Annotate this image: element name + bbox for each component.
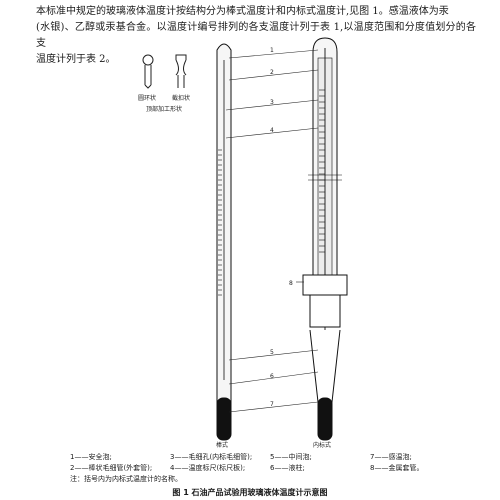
callout-number: 1 [270, 47, 274, 54]
intro-line: (水银)、乙醇或汞基合金。以温度计编号排列的各支温度计列于表 1,以温度范围和分… [36, 22, 476, 49]
legend-row: 2——棒状毛细管(外套管); 4——温度标尺(标尺板); 6——液柱; 8——金… [70, 463, 470, 474]
legend-item: 6——液柱; [270, 464, 305, 472]
callout-number: 5 [270, 349, 274, 356]
legend-item: 3——毛细孔(内标毛细管); [170, 453, 253, 461]
legend-item: 1——安全泡; [70, 453, 112, 461]
legend-item: 5——中间泡; [270, 453, 312, 461]
callout-number: 4 [270, 127, 274, 134]
legend-note: 注：括号内为内标式温度计的名称。 [70, 475, 182, 483]
intro-paragraph: 本标准中规定的玻璃液体温度计按结构分为棒式温度计和内标式温度计,见图 1。感温液… [36, 4, 476, 68]
callout-number: 8 [289, 280, 293, 287]
callout-number: 2 [270, 69, 274, 76]
legend-row: 1——安全泡; 3——毛细孔(内标毛细管); 5——中间泡; 7——感温泡; [70, 452, 470, 463]
rod-thermometer-label: 棒式 [216, 441, 228, 449]
legend-item: 4——温度标尺(标尺板); [170, 464, 246, 472]
intro-line: 本标准中规定的玻璃液体温度计按结构分为棒式温度计和内标式温度计,见图 1。感温液… [36, 6, 449, 17]
legend-item: 8——金属套管。 [370, 464, 424, 472]
enclosed-thermometer-label: 内标式 [313, 441, 331, 449]
variant-label-caption: 顶部加工形状 [146, 105, 182, 113]
figure-legend: 1——安全泡; 3——毛细孔(内标毛细管); 5——中间泡; 7——感温泡; 2… [70, 452, 470, 474]
variant-label-notch: 截扣状 [172, 94, 190, 102]
enclosed-thermometer [302, 37, 348, 441]
top-shape-ring [142, 54, 154, 89]
legend-item: 2——棒状毛细管(外套管); [70, 464, 153, 472]
rod-thermometer [216, 43, 232, 441]
legend-item: 7——感温泡; [370, 453, 412, 461]
top-shape-notch [175, 54, 187, 88]
figure-caption: 图 1 石油产品试验用玻璃液体温度计示意图 [172, 488, 328, 497]
callout-number: 7 [270, 401, 274, 408]
callout-number: 3 [270, 99, 274, 106]
callout-number: 6 [270, 373, 274, 380]
intro-line: 温度计列于表 2。 [36, 54, 116, 65]
variant-label-ring: 圆环状 [138, 94, 156, 102]
callout-lines [225, 49, 319, 413]
